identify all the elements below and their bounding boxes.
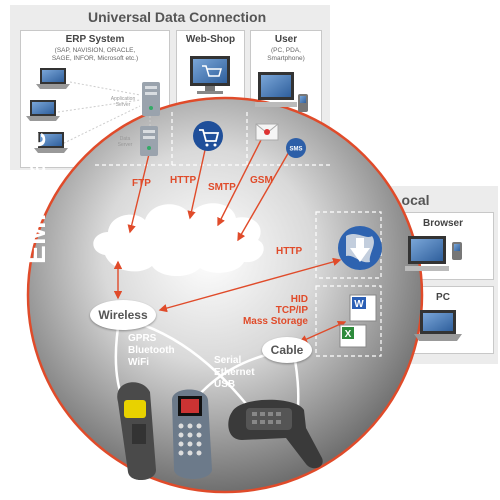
user-description: (PC, PDA, Smartphone): [267, 47, 305, 62]
wireless-protocols: GPRS Bluetooth WiFi: [128, 333, 175, 369]
ethernet-protocol: Ethernet: [214, 367, 255, 378]
sms-icon: SMS: [286, 138, 306, 158]
scanner-icon: [117, 382, 156, 481]
svg-text:W: W: [354, 299, 364, 310]
brand-label: EMMware: [20, 131, 51, 264]
cable-bubble: Cable: [262, 337, 312, 363]
desktop-pc-icon: [405, 236, 449, 271]
ftp-label: FTP: [132, 178, 151, 189]
hid-protocol-stack: HID TCP/IP Mass Storage: [240, 294, 308, 327]
erp-title: ERP System: [65, 34, 125, 45]
svg-text:SMS: SMS: [289, 147, 302, 153]
erp-description: (SAP, NAVISION, ORACLE, SAGE, INFOR, Mic…: [51, 47, 139, 62]
gsm-label: GSM: [250, 175, 273, 186]
serial-protocol: Serial: [214, 355, 242, 366]
shopping-cart-icon: [193, 121, 223, 151]
pistol-scanner-icon: [228, 399, 323, 469]
laptop-icon: [34, 132, 68, 153]
erp-connectors: [57, 81, 151, 146]
protocol-arrows: [113, 137, 347, 343]
pda-icon: [452, 242, 462, 260]
hid-protocol: HID: [290, 294, 308, 305]
mobile-terminal-icon: [172, 389, 212, 479]
user-title: User: [274, 34, 298, 45]
word-document-icon: W: [349, 294, 377, 322]
svg-text:X: X: [345, 329, 352, 340]
browser-title: Browser: [422, 218, 463, 229]
bluetooth-protocol: Bluetooth: [128, 345, 175, 356]
desktop-pc-icon: [255, 72, 297, 107]
web-shop-icon: [190, 56, 230, 94]
laptop-icon: [36, 68, 70, 89]
smtp-label: SMTP: [208, 182, 236, 193]
mass-storage-protocol: Mass Storage: [242, 316, 308, 327]
excel-document-icon: X: [339, 324, 367, 348]
wireless-bubble: Wireless: [90, 300, 156, 330]
server-icon: [142, 82, 160, 116]
server-icon: [140, 126, 158, 156]
wifi-protocol: WiFi: [128, 357, 150, 368]
app-server-label: Application Server: [110, 96, 136, 108]
email-icon: [255, 123, 279, 141]
webshop-title: Web-Shop: [185, 34, 236, 45]
laptop-icon: [414, 310, 462, 341]
pc-title: PC: [436, 292, 450, 303]
pda-icon: [298, 94, 308, 112]
usb-protocol: USB: [214, 379, 236, 390]
http-label: HTTP: [170, 175, 197, 186]
gprs-protocol: GPRS: [128, 333, 157, 344]
globe-icon: [338, 226, 382, 270]
local-panel-title: Local: [393, 192, 430, 208]
tcpip-protocol: TCP/IP: [275, 305, 308, 316]
http-local-label: HTTP: [276, 246, 303, 257]
universal-panel-title: Universal Data Connection: [88, 9, 267, 25]
laptop-icon: [26, 100, 60, 121]
data-server-label: Data Server: [117, 136, 133, 148]
cable-protocols: Serial Ethernet USB: [214, 355, 255, 391]
